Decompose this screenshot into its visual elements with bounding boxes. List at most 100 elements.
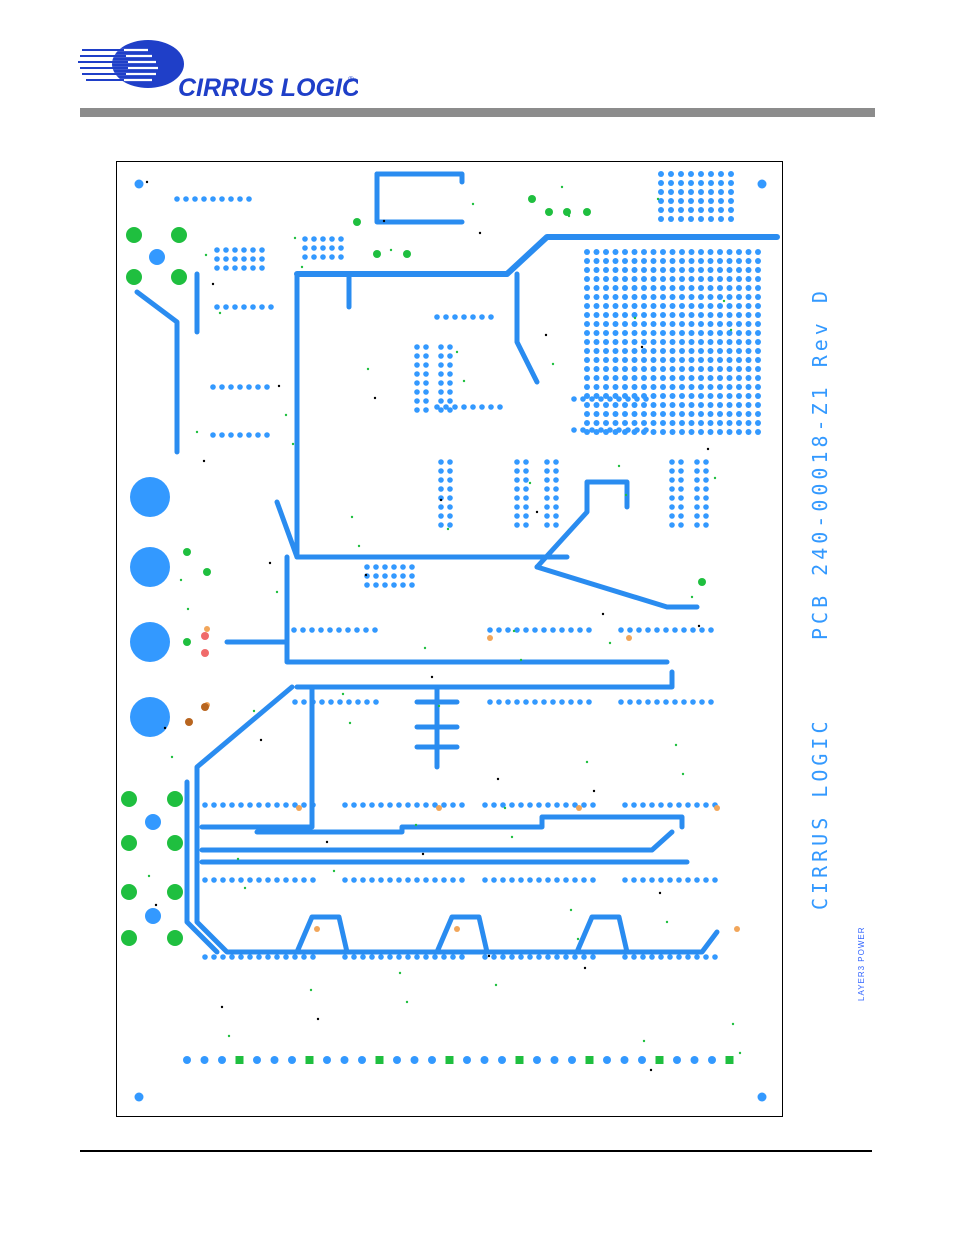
via	[186, 607, 190, 611]
pad	[373, 250, 381, 258]
pad	[593, 312, 600, 318]
pad	[676, 954, 682, 960]
pad	[553, 459, 559, 465]
pad	[167, 835, 183, 851]
pad	[660, 312, 666, 318]
pad	[479, 314, 485, 320]
pad	[329, 236, 335, 242]
pad	[584, 402, 590, 408]
pad	[409, 582, 415, 588]
pad	[527, 954, 533, 960]
pad	[679, 267, 685, 273]
pad	[745, 267, 752, 273]
pad	[736, 339, 742, 345]
via	[211, 282, 215, 286]
pad	[396, 954, 402, 960]
pad	[584, 348, 590, 354]
pad	[603, 348, 609, 354]
pad	[631, 357, 638, 363]
via	[690, 595, 694, 599]
pad	[283, 802, 289, 808]
pad	[364, 699, 370, 705]
pad	[745, 303, 752, 309]
pad	[672, 627, 678, 633]
pad	[707, 357, 714, 363]
pad	[536, 802, 542, 808]
pad	[726, 267, 733, 273]
header-divider	[80, 108, 875, 117]
via	[170, 755, 174, 759]
pad	[728, 207, 734, 213]
pad	[372, 627, 378, 633]
pad	[603, 411, 609, 417]
pad	[396, 877, 402, 883]
pad	[414, 380, 420, 386]
via	[154, 903, 158, 907]
pad	[698, 249, 704, 255]
pad	[423, 353, 429, 359]
pad	[338, 245, 344, 251]
via	[325, 840, 329, 844]
pad	[678, 468, 684, 474]
pad	[622, 357, 628, 363]
pad	[717, 249, 723, 255]
pad	[755, 276, 761, 282]
pad	[441, 802, 447, 808]
pad	[603, 285, 609, 291]
pad	[694, 477, 700, 483]
pad	[523, 459, 529, 465]
via	[227, 1034, 231, 1038]
pad	[603, 339, 609, 345]
pad	[650, 267, 657, 273]
pad	[387, 877, 393, 883]
pad	[527, 802, 533, 808]
pad	[718, 207, 724, 213]
pad	[228, 432, 234, 438]
pad	[584, 321, 590, 327]
pad	[631, 402, 638, 408]
pad	[523, 627, 529, 633]
pad	[400, 564, 406, 570]
pad	[593, 348, 600, 354]
pad	[603, 321, 609, 327]
via	[259, 738, 263, 742]
pad	[241, 256, 247, 262]
pad	[688, 171, 694, 177]
pad	[660, 420, 666, 426]
pad	[593, 375, 600, 381]
pad	[409, 564, 415, 570]
pad	[688, 375, 695, 381]
pad	[447, 468, 453, 474]
pad	[669, 420, 676, 426]
pad	[593, 258, 600, 264]
pcb-number-label: PCB 240-00018-Z1 Rev D	[808, 287, 832, 640]
pad	[400, 573, 406, 579]
pad	[523, 468, 529, 474]
pad	[755, 294, 761, 300]
pad	[669, 513, 675, 519]
pad	[678, 504, 684, 510]
pad	[728, 216, 734, 222]
pad	[593, 384, 600, 390]
pad	[688, 429, 695, 435]
pad	[698, 375, 704, 381]
pad	[669, 468, 675, 474]
pad	[214, 265, 220, 271]
logo-registered-mark: ®	[348, 75, 354, 84]
pad	[745, 330, 752, 336]
pad	[703, 459, 709, 465]
pad	[698, 339, 704, 345]
via	[366, 367, 370, 371]
pad	[423, 380, 429, 386]
pad	[500, 954, 506, 960]
pad	[622, 285, 628, 291]
pad	[581, 802, 587, 808]
pad	[736, 357, 742, 363]
copper-trace	[254, 814, 685, 835]
pad	[288, 1056, 296, 1064]
pad	[745, 384, 752, 390]
pad	[428, 1056, 436, 1064]
pad	[292, 699, 298, 705]
pad	[414, 389, 420, 395]
pad	[375, 1056, 384, 1064]
